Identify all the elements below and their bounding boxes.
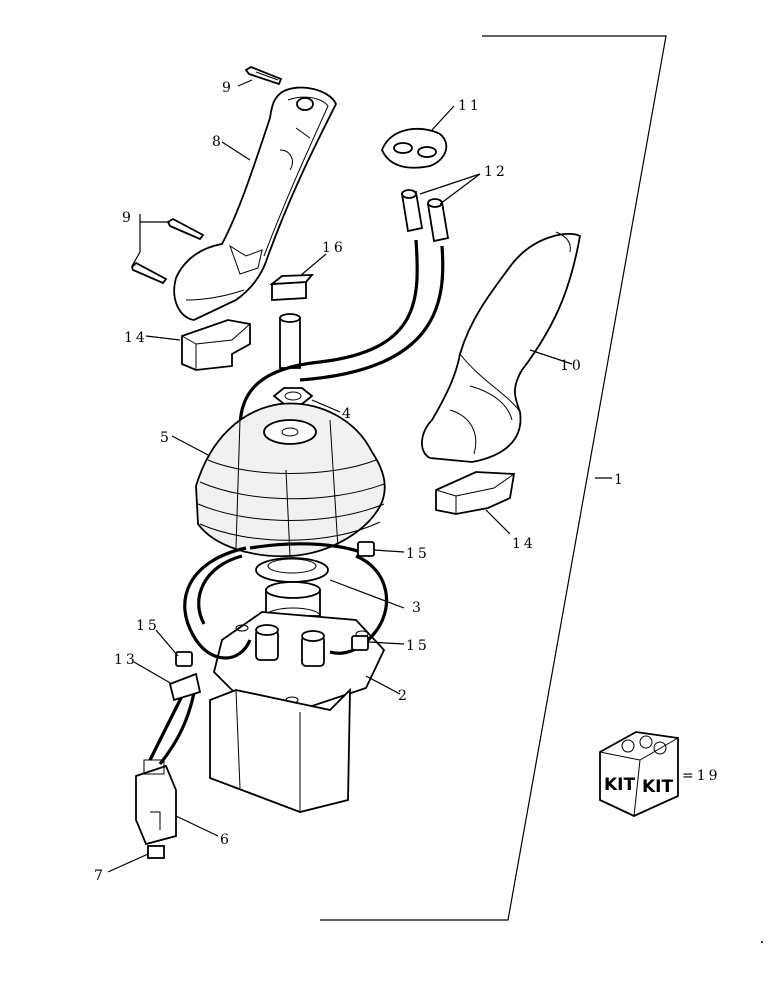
callout-15-upper: 15 — [406, 546, 430, 562]
base-plate — [213, 611, 386, 707]
clip-right — [351, 635, 369, 651]
clip-left — [175, 651, 193, 667]
screw-low — [130, 261, 168, 285]
screw-mid — [166, 217, 205, 241]
handle-half — [173, 86, 337, 321]
corner-dot — [761, 941, 763, 943]
callout-7: 7 — [94, 868, 106, 884]
callout-numbers: 9 8 9 11 12 16 14 10 4 5 1 14 15 3 15 15… — [94, 80, 721, 884]
rubber-boot — [195, 402, 386, 558]
terminal — [147, 845, 165, 859]
callout-13: 13 — [114, 652, 138, 668]
nut — [272, 387, 314, 405]
button-right — [426, 198, 450, 243]
wedge-left — [181, 319, 251, 371]
callout-5: 5 — [160, 430, 172, 446]
connector-13 — [168, 672, 202, 702]
button-wires — [238, 239, 445, 449]
callout-19: =19 — [682, 768, 721, 784]
button-left — [400, 189, 424, 233]
assembly-bracket — [320, 35, 667, 921]
callout-16: 16 — [322, 240, 346, 256]
callout-12: 12 — [484, 164, 508, 180]
callout-2: 2 — [398, 688, 410, 704]
callout-10: 10 — [560, 358, 584, 374]
wedge-right — [435, 471, 516, 515]
screw-top — [244, 65, 283, 86]
housing — [209, 687, 351, 813]
callout-15-left: 15 — [136, 618, 160, 634]
callout-9-left: 9 — [122, 210, 134, 226]
clip-upper — [357, 541, 375, 557]
callout-4: 4 — [342, 406, 354, 422]
callout-15-right: 15 — [406, 638, 430, 654]
spacer-block — [269, 274, 315, 369]
kit-label-right: KIT — [642, 777, 673, 797]
callout-14-right: 14 — [512, 536, 536, 552]
callout-3: 3 — [412, 600, 424, 616]
plug — [135, 759, 177, 846]
leader-lines — [107, 79, 573, 873]
callout-14-left: 14 — [124, 330, 148, 346]
trigger-pad — [381, 127, 448, 169]
kit-box: KIT KIT — [599, 731, 679, 817]
callout-1: 1 — [614, 472, 626, 488]
callout-9-top: 9 — [222, 80, 234, 96]
callout-8: 8 — [212, 134, 224, 150]
collar — [255, 557, 329, 625]
kit-label-left: KIT — [604, 775, 635, 795]
callout-11: 11 — [458, 98, 482, 114]
callout-6: 6 — [220, 832, 232, 848]
handle-right — [421, 231, 582, 463]
